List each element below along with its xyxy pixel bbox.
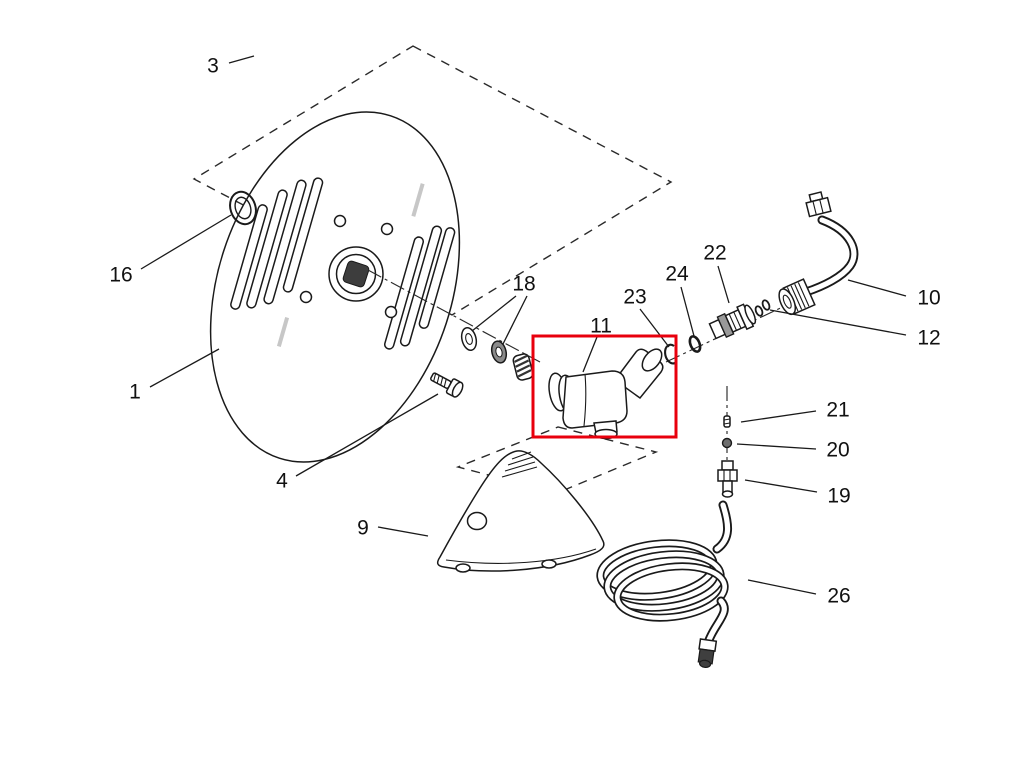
part-label-9: 9 [357, 517, 369, 540]
plate-hub [328, 246, 384, 302]
supply-pipe-10 [778, 191, 859, 316]
washer-18b [490, 340, 508, 364]
washer-18a [460, 326, 478, 352]
part-label-21: 21 [826, 399, 849, 422]
hose-connector [697, 638, 718, 669]
part-label-11: 11 [590, 315, 612, 338]
part-label-20: 20 [826, 439, 849, 462]
part-label-23: 23 [623, 286, 646, 309]
outlet-fitting-19 [717, 460, 738, 498]
spring-seal-18c [512, 353, 534, 381]
part-label-26: 26 [827, 585, 850, 608]
part-label-10: 10 [917, 287, 940, 310]
handle-9 [436, 450, 605, 573]
plate-engraving [276, 183, 425, 347]
cartridge-22 [708, 303, 757, 340]
valve-body-11 [548, 348, 664, 440]
hose-26 [596, 500, 732, 669]
part-label-22: 22 [703, 242, 726, 265]
part-label-19: 19 [827, 485, 850, 508]
plate-screw-holes [299, 214, 398, 319]
part-label-12: 12 [917, 327, 940, 350]
center-axis-main [367, 269, 541, 363]
pin-21 [723, 415, 731, 428]
part-label-24: 24 [665, 263, 689, 286]
o-ring-16 [229, 190, 257, 226]
screw-4 [430, 372, 464, 398]
part-label-4: 4 [276, 470, 288, 493]
mounting-plane-outline [192, 45, 673, 316]
plate-slots [230, 177, 456, 350]
part-label-3: 3 [207, 55, 219, 78]
escutcheon-plate [209, 111, 461, 463]
part-label-1: 1 [129, 381, 141, 404]
ring-12 [754, 299, 771, 317]
snap-clip-23 [664, 343, 676, 365]
highlight-box [531, 334, 678, 439]
check-ball-20 [721, 437, 733, 449]
part-label-18: 18 [512, 273, 535, 296]
leader-lines [140, 55, 907, 595]
part-label-16: 16 [109, 264, 132, 287]
o-ring-24 [688, 335, 702, 353]
